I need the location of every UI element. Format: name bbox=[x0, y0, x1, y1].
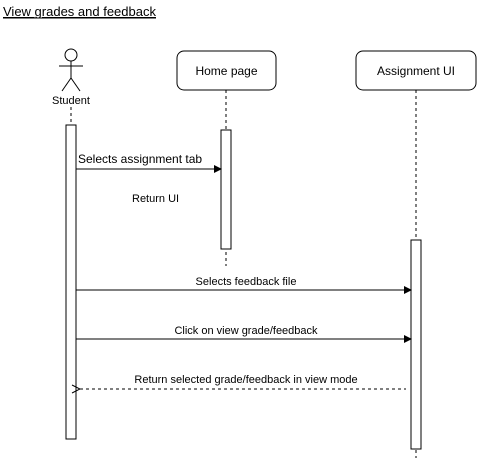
participant-home-page: Home page bbox=[176, 50, 277, 91]
actor-right-leg bbox=[70, 77, 81, 92]
message-label-4: Click on view grade/feedback bbox=[174, 325, 318, 337]
actor-head bbox=[64, 48, 78, 62]
actor-student-label: Student bbox=[52, 95, 90, 107]
diagram-title: View grades and feedback bbox=[3, 4, 156, 19]
participant-assignment-ui: Assignment UI bbox=[355, 50, 477, 91]
message-label-1: Selects assignment tab bbox=[78, 152, 202, 166]
message-label-5: Return selected grade/feedback in view m… bbox=[134, 374, 357, 386]
activation-assignment-ui bbox=[410, 239, 422, 450]
activation-home-page bbox=[220, 129, 232, 250]
message-label-2: Return UI bbox=[132, 193, 179, 205]
activation-student bbox=[65, 124, 77, 440]
message-label-3: Selects feedback file bbox=[196, 276, 297, 288]
actor-student: Student bbox=[52, 48, 90, 107]
assignment-ui-label: Assignment UI bbox=[377, 64, 455, 78]
actor-left-leg bbox=[61, 77, 72, 92]
home-page-label: Home page bbox=[195, 64, 257, 78]
